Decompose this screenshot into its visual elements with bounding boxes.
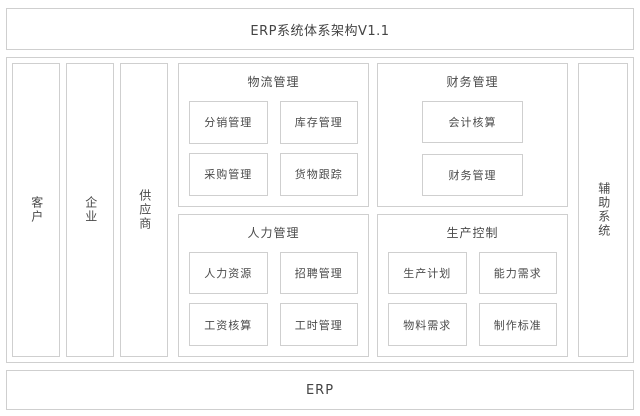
diagram-title-bar: ERP系统体系架构V1.1 (6, 8, 634, 50)
footer-label: ERP (305, 382, 335, 398)
tile-production-plan[interactable]: 生产计划 (388, 251, 467, 295)
column-customer: 客户 (12, 63, 60, 357)
panel-production-control-tiles: 生产计划 能力需求 物料需求 制作标准 (388, 251, 557, 346)
tile-goods-tracking[interactable]: 货物跟踪 (279, 152, 358, 196)
tile-distribution-management[interactable]: 分销管理 (189, 101, 268, 144)
panel-finance-tiles: 会计核算 财务管理 (421, 101, 524, 196)
column-enterprise-label: 企业 (83, 196, 98, 224)
panel-logistics-tiles: 分销管理 库存管理 采购管理 货物跟踪 (189, 101, 358, 196)
panel-row-bottom: 人力管理 人力资源 招聘管理 工资核算 工时管理 生产控制 生产计划 能力需求 … (178, 213, 568, 357)
panel-logistics: 物流管理 分销管理 库存管理 采购管理 货物跟踪 (178, 63, 369, 207)
column-enterprise: 企业 (66, 63, 114, 357)
column-auxiliary-system-label: 辅助系统 (596, 182, 611, 238)
panel-human-resources: 人力管理 人力资源 招聘管理 工资核算 工时管理 (178, 213, 369, 357)
tile-manufacturing-standard[interactable]: 制作标准 (478, 303, 557, 346)
diagram-footer-bar: ERP (6, 370, 634, 410)
tile-capacity-requirement[interactable]: 能力需求 (478, 251, 557, 295)
column-supplier-label: 供应商 (137, 189, 152, 231)
panel-finance-title: 财务管理 (446, 75, 499, 89)
panel-production-control: 生产控制 生产计划 能力需求 物料需求 制作标准 (377, 213, 568, 357)
column-supplier: 供应商 (120, 63, 168, 357)
tile-recruitment-management[interactable]: 招聘管理 (279, 251, 358, 295)
diagram-title: ERP系统体系架构V1.1 (250, 23, 390, 39)
panel-finance: 财务管理 会计核算 财务管理 (377, 63, 568, 207)
panel-human-resources-tiles: 人力资源 招聘管理 工资核算 工时管理 (189, 251, 358, 346)
tile-payroll-accounting[interactable]: 工资核算 (189, 303, 268, 346)
diagram-body: 客户 企业 供应商 物流管理 分销管理 库存管理 采购管理 货物跟踪 (6, 57, 634, 363)
tile-financial-management[interactable]: 财务管理 (421, 153, 524, 196)
tile-human-resources[interactable]: 人力资源 (189, 251, 268, 295)
tile-material-requirement[interactable]: 物料需求 (388, 303, 467, 346)
tile-procurement-management[interactable]: 采购管理 (189, 152, 268, 196)
tile-inventory-management[interactable]: 库存管理 (279, 101, 358, 144)
panel-production-control-title: 生产控制 (446, 225, 499, 240)
module-panels-area: 物流管理 分销管理 库存管理 采购管理 货物跟踪 财务管理 会计核算 财务管理 (174, 63, 572, 357)
column-auxiliary-system: 辅助系统 (578, 63, 628, 357)
tile-working-hours-management[interactable]: 工时管理 (279, 303, 358, 346)
panel-row-top: 物流管理 分销管理 库存管理 采购管理 货物跟踪 财务管理 会计核算 财务管理 (178, 63, 568, 207)
tile-accounting[interactable]: 会计核算 (421, 101, 524, 143)
panel-logistics-title: 物流管理 (247, 75, 300, 89)
column-customer-label: 客户 (29, 196, 44, 224)
panel-human-resources-title: 人力管理 (247, 225, 300, 240)
